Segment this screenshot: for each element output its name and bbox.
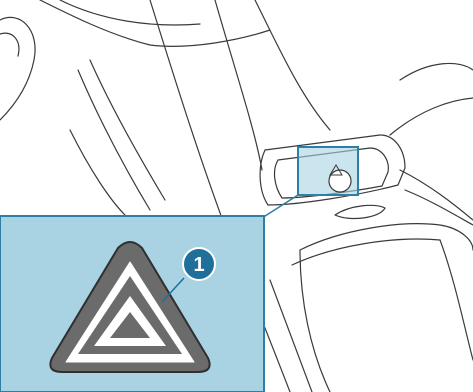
button-location-highlight bbox=[298, 147, 358, 195]
hazard-button-small bbox=[329, 170, 351, 192]
steering-wheel-inner bbox=[0, 33, 19, 56]
connector-line-left bbox=[262, 195, 298, 218]
cupholder-opening bbox=[335, 205, 385, 218]
connector-lines bbox=[262, 195, 298, 218]
detail-inset: 1 bbox=[0, 216, 264, 392]
callout-number-1: 1 bbox=[193, 254, 204, 276]
armrest-rear bbox=[440, 240, 473, 360]
storage-lid bbox=[300, 224, 473, 250]
door-trim-strip-inner bbox=[90, 60, 165, 200]
door-panel-lower bbox=[70, 130, 125, 215]
seat-outline bbox=[400, 63, 473, 80]
dashboard-line-upper bbox=[60, 0, 200, 25]
door-trim-strip bbox=[78, 70, 150, 210]
console-divider bbox=[215, 0, 262, 170]
lower-console-line bbox=[270, 280, 312, 392]
seat-lower bbox=[405, 190, 473, 225]
seat-edge bbox=[390, 98, 473, 135]
console-ridge bbox=[255, 0, 330, 130]
console-right-edge bbox=[400, 170, 473, 220]
